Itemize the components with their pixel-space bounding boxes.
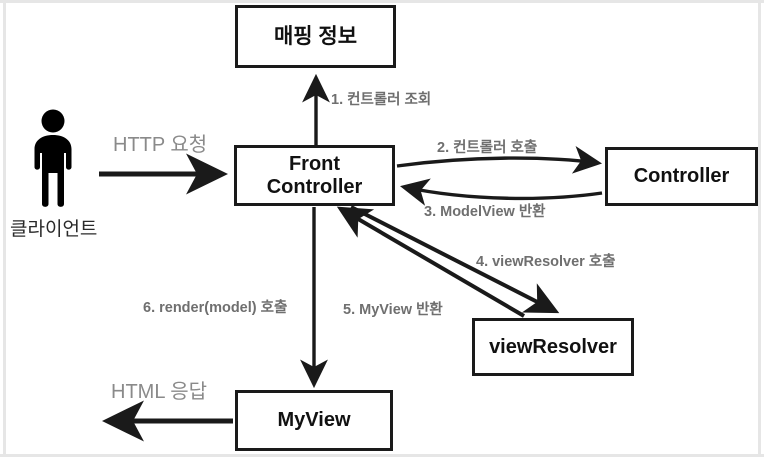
frame-border-bottom <box>0 454 764 457</box>
edge-label-6: 6. render(model) 호출 <box>143 300 288 316</box>
node-viewresolver-label: viewResolver <box>489 335 617 358</box>
node-myview-label: MyView <box>277 409 351 432</box>
node-front-controller[interactable]: Front Controller <box>234 145 395 206</box>
node-myview[interactable]: MyView <box>235 390 393 451</box>
node-mapping-info-label: 매핑 정보 <box>273 24 358 48</box>
edge-label-5: 5. MyView 반환 <box>343 302 443 318</box>
edge-label-1: 1. 컨트롤러 조회 <box>331 92 432 108</box>
edge-label-2: 2. 컨트롤러 호출 <box>437 140 538 156</box>
node-controller-label: Controller <box>633 165 730 188</box>
frame-border-right <box>758 0 761 457</box>
node-front-controller-label: Front Controller <box>266 153 363 198</box>
node-controller[interactable]: Controller <box>605 147 758 206</box>
edge-3-return-modelview <box>400 178 603 206</box>
person-icon <box>34 109 72 207</box>
edge-2-call-controller <box>396 145 603 174</box>
label-http-response: HTML 응답 <box>111 381 208 403</box>
label-http-request: HTTP 요청 <box>113 134 208 156</box>
actor-label-client: 클라이언트 <box>10 219 98 240</box>
node-mapping-info[interactable]: 매핑 정보 <box>235 5 396 68</box>
edge-label-4: 4. viewResolver 호출 <box>476 254 616 270</box>
frame-border-top <box>0 0 764 3</box>
edge-label-3: 3. ModelView 반환 <box>424 204 546 220</box>
node-viewresolver[interactable]: viewResolver <box>472 318 634 376</box>
frame-border-left <box>3 0 6 457</box>
